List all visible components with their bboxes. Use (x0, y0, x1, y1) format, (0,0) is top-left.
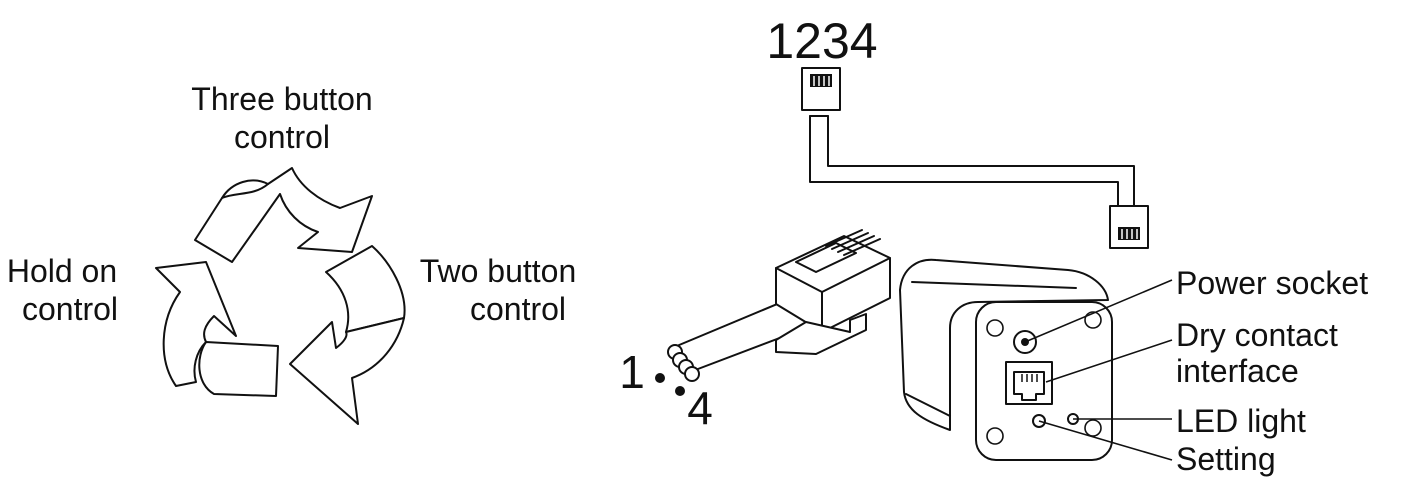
leader-setting (1038, 420, 1173, 461)
mode-three-button-line2: control (234, 119, 330, 155)
cable-plug-top (801, 67, 841, 111)
corner-screw-icon (986, 319, 1004, 337)
leader-power (1024, 279, 1173, 343)
mode-hold-on-line2: control (22, 291, 118, 327)
callout-dry-contact-line1: Dry contact (1176, 317, 1338, 353)
callout-led-light: LED light (1176, 403, 1306, 439)
mode-cycle: Three button control Two button control … (7, 81, 577, 425)
cable-plug-bottom (1109, 205, 1149, 249)
mode-two-button-line1: Two button (420, 253, 577, 289)
dry-contact-jack-icon (1005, 361, 1053, 405)
cycle-arrow-left (155, 261, 279, 397)
callout-dry-contact-line2: interface (1176, 353, 1299, 389)
corner-screw-icon (1084, 419, 1102, 437)
pin-dot-1 (655, 373, 665, 383)
mode-three-button-line1: Three button (191, 81, 372, 117)
mode-hold-on-line1: Hold on (7, 253, 117, 289)
rj-plug-closeup: 1 4 (619, 229, 891, 434)
pin-start-label: 1 (619, 346, 645, 398)
device-unit: Power socket Dry contact interface LED l… (899, 258, 1368, 477)
callout-setting: Setting (1176, 441, 1276, 477)
pin-end-label: 4 (687, 382, 713, 434)
cycle-arrow-right (289, 245, 406, 425)
leader-dry-contact (1045, 339, 1173, 383)
pin-order-label: 1234 (766, 13, 877, 69)
cable-assembly: 1234 (766, 13, 1149, 249)
mode-two-button-line2: control (470, 291, 566, 327)
cycle-arrow-top (194, 167, 373, 263)
callout-power-socket: Power socket (1176, 265, 1368, 301)
pin-dot-2 (675, 386, 685, 396)
corner-screw-icon (1084, 311, 1102, 329)
corner-screw-icon (986, 427, 1004, 445)
